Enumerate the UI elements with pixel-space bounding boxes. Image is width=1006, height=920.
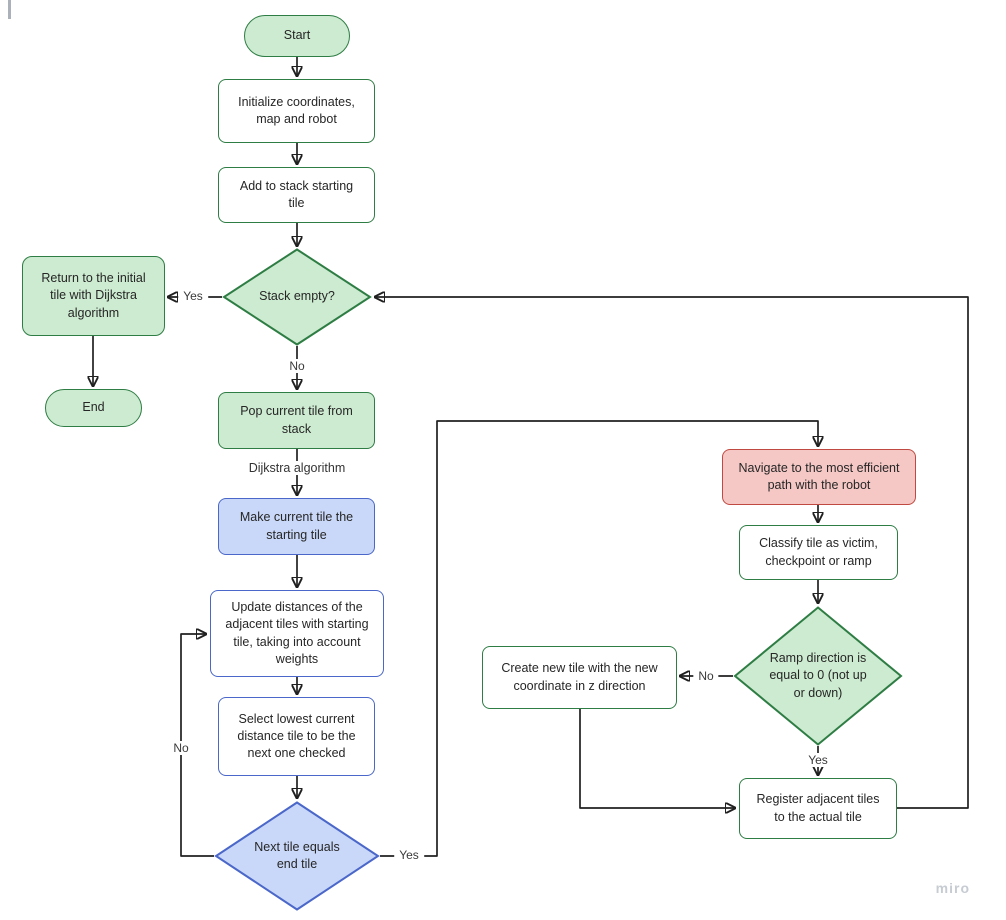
stack-empty-yes-label[interactable]: Yes bbox=[178, 289, 208, 303]
return-initial-node[interactable]: Return to the initial tile with Dijkstra… bbox=[22, 256, 165, 336]
stack-empty-decision[interactable]: Stack empty? bbox=[222, 248, 372, 346]
diamond-shape bbox=[733, 606, 903, 746]
end-node[interactable]: End bbox=[45, 389, 142, 427]
pop-current-node-label: Pop current tile from stack bbox=[240, 404, 353, 436]
classify-node-label: Classify tile as victim, checkpoint or r… bbox=[759, 536, 878, 568]
update-distances-node[interactable]: Update distances of the adjacent tiles w… bbox=[210, 590, 384, 677]
register-adjacent-node[interactable]: Register adjacent tiles to the actual ti… bbox=[739, 778, 897, 839]
create-new-tile-node-label: Create new tile with the new coordinate … bbox=[501, 661, 658, 693]
initialize-node[interactable]: Initialize coordinates, map and robot bbox=[218, 79, 375, 143]
add-to-stack-node[interactable]: Add to stack starting tile bbox=[218, 167, 375, 223]
add-to-stack-node-label: Add to stack starting tile bbox=[239, 178, 354, 210]
start-node[interactable]: Start bbox=[244, 15, 350, 57]
ramp-direction-decision[interactable]: Ramp direction is equal to 0 (not up or … bbox=[733, 606, 903, 746]
return-initial-node-label: Return to the initial tile with Dijkstra… bbox=[41, 271, 146, 320]
ramp-no-label[interactable]: No bbox=[693, 669, 719, 683]
next-tile-decision-label: Next tile equals end tile bbox=[254, 839, 340, 871]
end-node-label: End bbox=[82, 400, 105, 415]
select-lowest-node-label: Select lowest current distance tile to b… bbox=[237, 711, 356, 761]
navigate-node-label: Navigate to the most efficient path with… bbox=[738, 460, 900, 492]
edge-createnew-register bbox=[579, 709, 735, 808]
stack-empty-decision-label: Stack empty? bbox=[259, 289, 335, 304]
ramp-direction-decision-label: Ramp direction is equal to 0 (not up or … bbox=[769, 651, 867, 700]
navigate-node[interactable]: Navigate to the most efficient path with… bbox=[722, 449, 916, 505]
next-tile-no-label[interactable]: No bbox=[168, 741, 194, 755]
select-lowest-node[interactable]: Select lowest current distance tile to b… bbox=[218, 697, 375, 776]
make-current-node-label: Make current tile the starting tile bbox=[239, 510, 354, 542]
classify-node[interactable]: Classify tile as victim, checkpoint or r… bbox=[739, 525, 898, 580]
update-distances-node-label: Update distances of the adjacent tiles w… bbox=[225, 600, 369, 666]
make-current-node[interactable]: Make current tile the starting tile bbox=[218, 498, 375, 555]
scrollbar-artifact bbox=[8, 0, 11, 19]
ramp-yes-label[interactable]: Yes bbox=[803, 753, 833, 767]
register-adjacent-node-label: Register adjacent tiles to the actual ti… bbox=[756, 792, 880, 824]
miro-watermark: miro bbox=[935, 880, 970, 896]
pop-current-node[interactable]: Pop current tile from stack bbox=[218, 392, 375, 449]
dijkstra-algorithm-label[interactable]: Dijkstra algorithm bbox=[242, 461, 352, 475]
create-new-tile-node[interactable]: Create new tile with the new coordinate … bbox=[482, 646, 677, 709]
next-tile-yes-label[interactable]: Yes bbox=[394, 848, 424, 862]
next-tile-decision[interactable]: Next tile equals end tile bbox=[214, 801, 380, 911]
initialize-node-label: Initialize coordinates, map and robot bbox=[238, 94, 355, 126]
stack-empty-no-label[interactable]: No bbox=[284, 359, 310, 373]
diamond-shape bbox=[222, 248, 372, 346]
diamond-shape bbox=[214, 801, 380, 911]
start-node-label: Start bbox=[283, 28, 311, 43]
